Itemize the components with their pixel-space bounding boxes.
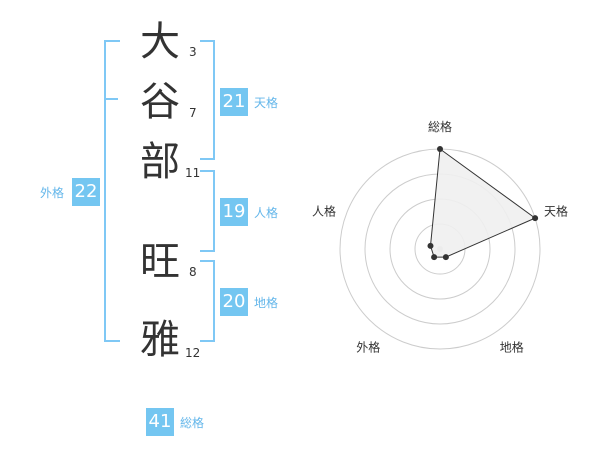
- gaikaku-label: 外格: [40, 186, 65, 200]
- stroke-count-2: 7: [189, 106, 197, 120]
- radar-point-3: [431, 254, 438, 261]
- soukaku-value: 41: [146, 408, 174, 436]
- stroke-count-1: 3: [189, 45, 197, 59]
- chikaku-value: 20: [220, 288, 248, 316]
- tenkaku-bracket: [200, 40, 215, 160]
- jinkaku-value: 19: [220, 198, 248, 226]
- radar-point-2: [442, 254, 449, 261]
- radar-shape: [427, 146, 539, 261]
- tenkaku-value: 21: [220, 88, 248, 116]
- radar-axis-label-3: 外格: [356, 340, 380, 355]
- chikaku-label: 地格: [254, 296, 279, 310]
- radar-point-4: [427, 242, 434, 249]
- radar-axis-label-0: 総格: [428, 119, 452, 134]
- gaikaku-bracket-tick: [106, 98, 118, 100]
- jinkaku-label: 人格: [254, 206, 279, 220]
- radar-axis-label-2: 地格: [500, 340, 524, 355]
- tenkaku-label: 天格: [254, 96, 279, 110]
- radar-point-0: [437, 146, 443, 152]
- gaikaku-value: 22: [72, 178, 100, 206]
- radar-polygon: [429, 148, 537, 258]
- soukaku-label: 総格: [180, 416, 205, 430]
- gaikaku-bracket: [104, 40, 120, 342]
- stroke-count-5: 12: [185, 346, 201, 360]
- name-char-5: 雅: [140, 317, 180, 363]
- radar-point-1: [532, 215, 539, 222]
- stroke-count-3: 11: [185, 166, 201, 180]
- name-char-4: 旺: [140, 239, 180, 285]
- radar-axis-label-1: 天格: [544, 203, 568, 218]
- radar-axis-label-4: 人格: [312, 203, 336, 218]
- stroke-count-4: 8: [189, 265, 197, 279]
- name-char-2: 谷: [140, 79, 180, 125]
- name-char-1: 大: [140, 19, 180, 65]
- chikaku-bracket: [200, 260, 215, 342]
- jinkaku-bracket: [200, 170, 215, 252]
- name-char-3: 部: [140, 139, 180, 185]
